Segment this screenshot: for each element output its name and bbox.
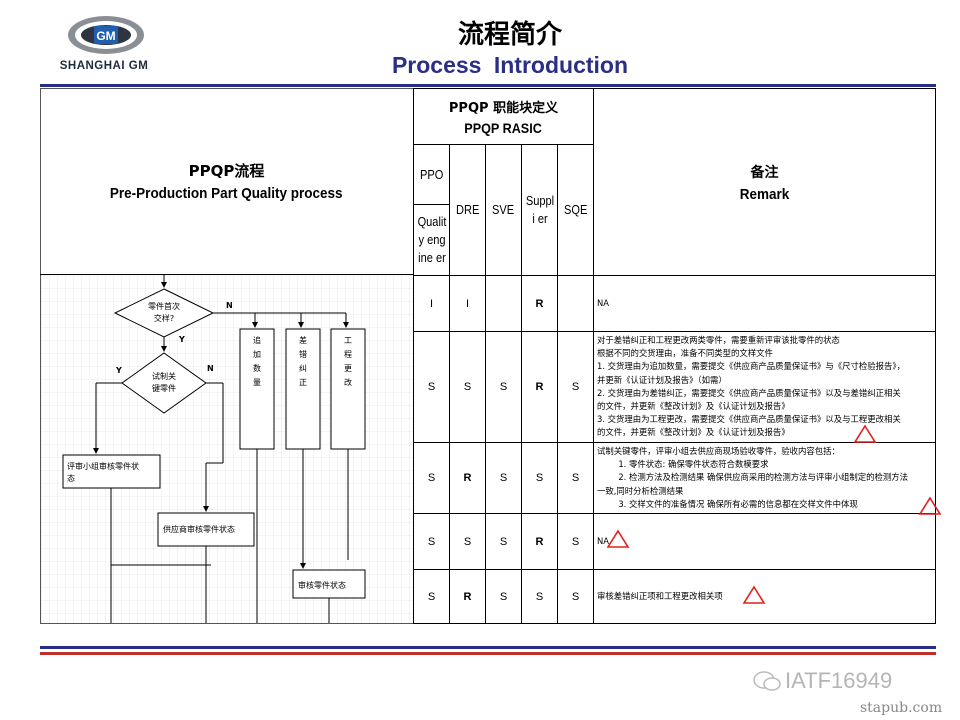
row-3-sve: S bbox=[485, 513, 522, 570]
d1-no-label: N bbox=[226, 301, 233, 310]
row-2-remark: 试制关键零件，评审小组去供应商现场验收零件，验收内容包括： 1. 零件状态: 确… bbox=[593, 442, 936, 514]
row-0-supplier: R bbox=[521, 275, 558, 332]
row-0-ppo: I bbox=[413, 275, 450, 332]
row-0-sqe bbox=[557, 275, 594, 332]
left-header-en: Pre-Production Part Quality process bbox=[110, 185, 343, 202]
warning-triangle-icon bbox=[918, 496, 942, 515]
row-4-remark: 审核差错纠正项和工程更改相关项 bbox=[593, 569, 936, 624]
d1-text-2: 交样? bbox=[154, 313, 174, 323]
page-title-en: Process Introduction bbox=[391, 52, 629, 78]
col-supplier: Suppli er bbox=[521, 144, 558, 276]
svg-text:错: 错 bbox=[299, 349, 307, 359]
row-3-sqe: S bbox=[557, 513, 594, 570]
d2-text-1: 试制关 bbox=[152, 371, 176, 381]
col-ppo-label: PPO bbox=[419, 166, 444, 182]
svg-text:更: 更 bbox=[344, 364, 352, 373]
col-sve-label: SVE bbox=[492, 202, 515, 217]
row-2-supplier: S bbox=[521, 442, 558, 514]
row-3-supplier: R bbox=[521, 513, 558, 570]
warning-triangle-icon bbox=[853, 424, 877, 443]
row-2-ppo: S bbox=[413, 442, 450, 514]
remark-header-en: Remark bbox=[739, 185, 790, 203]
row-2-sve: S bbox=[485, 442, 522, 514]
left-header-cn: PPQP流程 bbox=[188, 162, 265, 180]
row-3-remark: NA bbox=[593, 513, 936, 570]
supplier-box-text: 供应商审核零件状态 bbox=[163, 524, 235, 534]
row-0-dre: I bbox=[449, 275, 486, 332]
rasic-header-cn: PPQP 职能块定义 bbox=[448, 101, 559, 116]
rasic-header-en: PPQP RASIC bbox=[464, 120, 543, 136]
flowchart: 零件首次 交样? N Y 试制关 键零件 Y N 追 加 数 量 差 错 纠 正… bbox=[41, 275, 413, 623]
page-title-cn: 流程简介 bbox=[457, 20, 562, 50]
row-2-sqe: S bbox=[557, 442, 594, 514]
bottom-divider-blue bbox=[40, 646, 936, 649]
d1-text-1: 零件首次 bbox=[148, 301, 180, 311]
svg-text:数: 数 bbox=[253, 363, 261, 373]
box-supplier-review bbox=[157, 512, 255, 547]
d2-yes-label: Y bbox=[115, 366, 122, 375]
row-4-ppo: S bbox=[413, 569, 450, 624]
col-quality-label: Quality engine er bbox=[417, 214, 446, 265]
row-0-remark: NA bbox=[593, 275, 936, 332]
box-error-correction bbox=[285, 328, 321, 450]
row-1-sqe: S bbox=[557, 331, 594, 443]
col-supplier-label: Suppli er bbox=[525, 193, 554, 226]
wechat-icon bbox=[753, 671, 781, 691]
logo-text: SHANGHAI GM bbox=[59, 60, 149, 72]
svg-text:工: 工 bbox=[344, 336, 352, 345]
box-engineering-change bbox=[330, 328, 366, 450]
svg-text:差: 差 bbox=[299, 335, 307, 345]
svg-text:追: 追 bbox=[253, 335, 261, 345]
row-2-dre: R bbox=[449, 442, 486, 514]
row-1-dre: S bbox=[449, 331, 486, 443]
logo-mark-text: GM bbox=[96, 29, 115, 43]
box-review-team bbox=[62, 454, 161, 489]
col-quality-engineer: Quality engine er bbox=[413, 204, 450, 276]
col-sve: SVE bbox=[485, 144, 522, 276]
svg-text:量: 量 bbox=[253, 378, 261, 387]
col-dre: DRE bbox=[449, 144, 486, 276]
d2-text-2: 键零件 bbox=[152, 383, 176, 393]
col-sqe-label: SQE bbox=[563, 202, 588, 217]
rasic-header: PPQP 职能块定义 PPQP RASIC bbox=[413, 88, 594, 145]
row-4-sve: S bbox=[485, 569, 522, 624]
col-sqe: SQE bbox=[557, 144, 594, 276]
row-4-sqe: S bbox=[557, 569, 594, 624]
watermark-text: IATF16949 bbox=[785, 668, 893, 693]
row-4-supplier: S bbox=[521, 569, 558, 624]
review-box-text-2: 态 bbox=[67, 473, 75, 483]
site-text: stapub.com bbox=[860, 700, 943, 716]
top-divider bbox=[40, 84, 936, 87]
svg-text:程: 程 bbox=[344, 350, 352, 359]
box-add-quantity bbox=[239, 328, 275, 450]
col-ppo: PPO bbox=[413, 144, 450, 205]
box-audit bbox=[292, 569, 366, 599]
warning-triangle-icon bbox=[606, 529, 630, 548]
d1-yes-label: Y bbox=[178, 335, 185, 344]
d2-no-label: N bbox=[207, 364, 214, 373]
warning-triangle-icon bbox=[742, 585, 766, 604]
svg-text:纠: 纠 bbox=[299, 364, 307, 373]
decision-key-part bbox=[121, 352, 207, 414]
review-box-text-1: 评审小组审核零件状 bbox=[67, 461, 139, 471]
col-dre-label: DRE bbox=[455, 202, 480, 217]
row-0-sve bbox=[485, 275, 522, 332]
svg-text:改: 改 bbox=[344, 377, 352, 387]
left-header: PPQP流程 Pre-Production Part Quality proce… bbox=[40, 88, 414, 275]
svg-text:加: 加 bbox=[253, 349, 261, 359]
row-3-dre: S bbox=[449, 513, 486, 570]
gm-logo-icon: GM bbox=[68, 16, 144, 54]
remark-header-cn: 备注 bbox=[750, 164, 779, 181]
row-1-ppo: S bbox=[413, 331, 450, 443]
svg-text:正: 正 bbox=[299, 378, 307, 387]
audit-box-text: 审核零件状态 bbox=[298, 580, 346, 590]
row-1-sve: S bbox=[485, 331, 522, 443]
row-1-supplier: R bbox=[521, 331, 558, 443]
row-1-remark: 对于差错纠正和工程更改两类零件，需要重新评审该批零件的状态 根据不同的交货理由，… bbox=[593, 331, 936, 443]
remark-header: 备注 Remark bbox=[593, 88, 936, 276]
row-3-ppo: S bbox=[413, 513, 450, 570]
row-4-dre: R bbox=[449, 569, 486, 624]
bottom-divider-red bbox=[40, 652, 936, 655]
